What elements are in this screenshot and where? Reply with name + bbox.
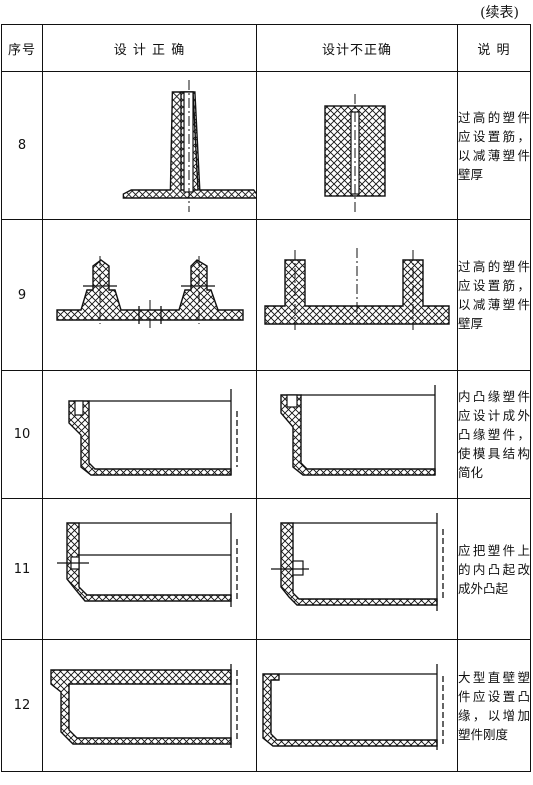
- header-note: 说 明: [457, 24, 531, 72]
- row-number: 12: [1, 639, 43, 772]
- row-number: 10: [1, 370, 43, 499]
- row-number: 8: [1, 71, 43, 220]
- row-number: 11: [1, 498, 43, 640]
- table-row: 12 大型直壁塑件应设置凸缘，以增加塑件刚度: [1, 639, 531, 772]
- table-row: 10 内凸缘塑件应设计成外凸缘塑件，使模具结构简化: [1, 370, 531, 499]
- header-correct: 设 计 正 确: [42, 24, 257, 72]
- row-note: 大型直壁塑件应设置凸缘，以增加塑件刚度: [457, 639, 531, 772]
- table-row: 11: [1, 498, 531, 640]
- header-row: 序号 设 计 正 确 设计不正确 说 明: [1, 24, 531, 72]
- header-incorrect: 设计不正确: [256, 24, 458, 72]
- incorrect-figure: [256, 639, 458, 772]
- incorrect-figure: [256, 219, 458, 371]
- correct-figure: [42, 370, 257, 499]
- row-number: 9: [1, 219, 43, 371]
- continued-label: (续表): [480, 5, 519, 21]
- design-comparison-table: 序号 设 计 正 确 设计不正确 说 明 8: [1, 24, 531, 772]
- incorrect-figure: [256, 498, 458, 640]
- correct-figure: [42, 639, 257, 772]
- table-row: 8 过高的塑件应设置筋，以减薄塑件壁厚: [1, 71, 531, 220]
- table-row: 9: [1, 219, 531, 371]
- row-note: 过高的塑件应设置筋，以减薄塑件壁厚: [457, 219, 531, 371]
- row-note: 过高的塑件应设置筋，以减薄塑件壁厚: [457, 71, 531, 220]
- row-note: 应把塑件上的内凸起改成外凸起: [457, 498, 531, 640]
- incorrect-figure: [256, 370, 458, 499]
- correct-figure: [42, 219, 257, 371]
- correct-figure: [42, 71, 257, 220]
- incorrect-figure: [256, 71, 458, 220]
- header-no: 序号: [1, 24, 43, 72]
- correct-figure: [42, 498, 257, 640]
- row-note: 内凸缘塑件应设计成外凸缘塑件，使模具结构简化: [457, 370, 531, 499]
